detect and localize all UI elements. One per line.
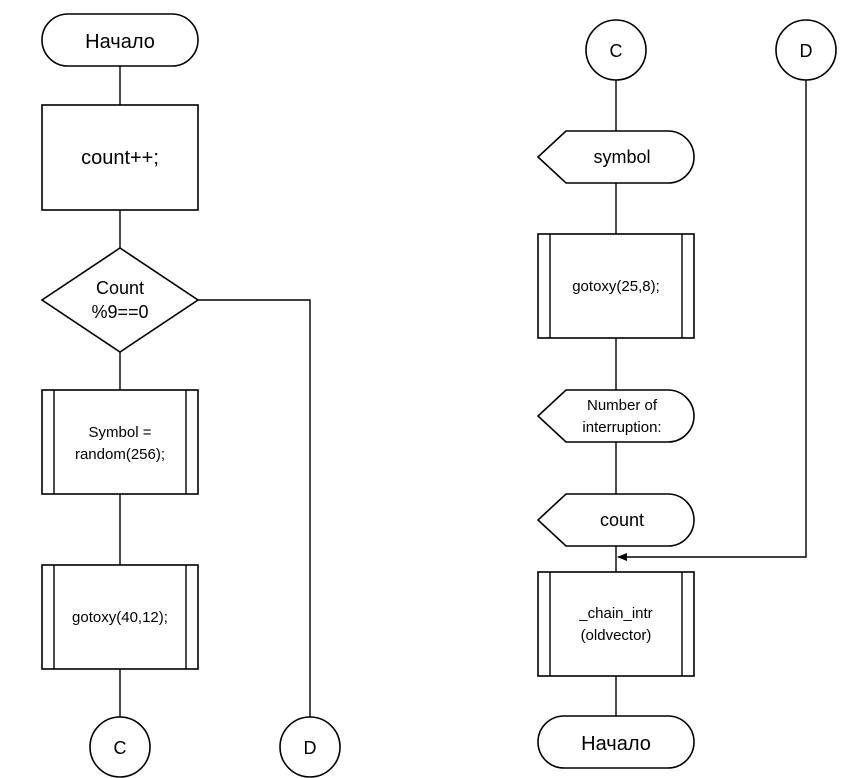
start-terminator: Начало xyxy=(41,13,199,67)
symbol-random-subroutine-label-line2: random(256); xyxy=(75,446,165,463)
end-terminator-label: Начало xyxy=(581,733,651,755)
symbol-display-shape xyxy=(536,130,695,184)
gotoxy-left-subroutine: gotoxy(40,12); xyxy=(41,564,199,670)
right-connector-d-label: D xyxy=(800,41,813,61)
count-decision-label-line2: %9==0 xyxy=(91,302,148,322)
chain-intr-subroutine-shape xyxy=(537,571,695,677)
left-connector-c-shape xyxy=(89,716,151,778)
end-terminator: Начало xyxy=(537,715,695,769)
interruption-display-label-line2: interruption: xyxy=(582,419,661,436)
symbol-display-label: symbol xyxy=(593,147,650,167)
right-connector-d-shape xyxy=(775,19,837,81)
interruption-display-shape xyxy=(536,389,695,443)
start-terminator-label: Начало xyxy=(85,31,155,53)
left-connector-c: C xyxy=(89,716,151,778)
chain-intr-subroutine-label-line1: _chain_intr xyxy=(578,605,652,622)
gotoxy-right-subroutine: gotoxy(25,8); xyxy=(537,233,695,339)
left-connector-d: D xyxy=(279,716,341,778)
end-terminator-shape xyxy=(537,715,695,769)
left-connector-d-shape xyxy=(279,716,341,778)
right-connector-c: C xyxy=(585,19,647,81)
symbol-random-subroutine-label-line1: Symbol = xyxy=(89,424,152,441)
gotoxy-right-subroutine-label: gotoxy(25,8); xyxy=(572,278,660,295)
gotoxy-right-subroutine-shape xyxy=(537,233,695,339)
left-connector-d-label: D xyxy=(304,738,317,758)
count-decision: Count %9==0 xyxy=(40,247,200,353)
count-display: count xyxy=(536,493,695,547)
start-terminator-shape xyxy=(41,13,199,67)
count-decision-label-line1: Count xyxy=(96,278,144,298)
symbol-random-subroutine: Symbol = random(256); xyxy=(41,389,199,495)
left-connector-c-label: C xyxy=(114,738,127,758)
count-display-label: count xyxy=(600,510,644,530)
left-flowchart: Начало count++; Count %9==0 Symbol = ran… xyxy=(40,13,341,778)
gotoxy-left-subroutine-label: gotoxy(40,12); xyxy=(72,609,168,626)
interruption-display: Number of interruption: xyxy=(536,389,695,443)
chain-intr-subroutine: _chain_intr (oldvector) xyxy=(537,571,695,677)
right-connector-d: D xyxy=(775,19,837,81)
edge-connector-d-to-chain-intr xyxy=(617,80,807,561)
symbol-random-subroutine-shape xyxy=(41,389,199,495)
right-flow-connectors xyxy=(615,80,807,716)
right-connector-c-shape xyxy=(585,19,647,81)
increment-process-label: count++; xyxy=(81,147,159,169)
right-flowchart: C D symbol gotoxy(25,8); Number of inter… xyxy=(536,19,837,769)
chain-intr-subroutine-label-line2: (oldvector) xyxy=(581,627,652,644)
left-flow-connectors xyxy=(119,66,311,717)
symbol-display: symbol xyxy=(536,130,695,184)
edge-decision-to-connector-d xyxy=(198,299,311,717)
count-decision-shape xyxy=(40,247,200,353)
increment-process-shape xyxy=(41,104,199,211)
increment-process: count++; xyxy=(41,104,199,211)
interruption-display-label-line1: Number of xyxy=(587,397,658,414)
right-connector-c-label: C xyxy=(610,41,623,61)
gotoxy-left-subroutine-shape xyxy=(41,564,199,670)
count-display-shape xyxy=(536,493,695,547)
